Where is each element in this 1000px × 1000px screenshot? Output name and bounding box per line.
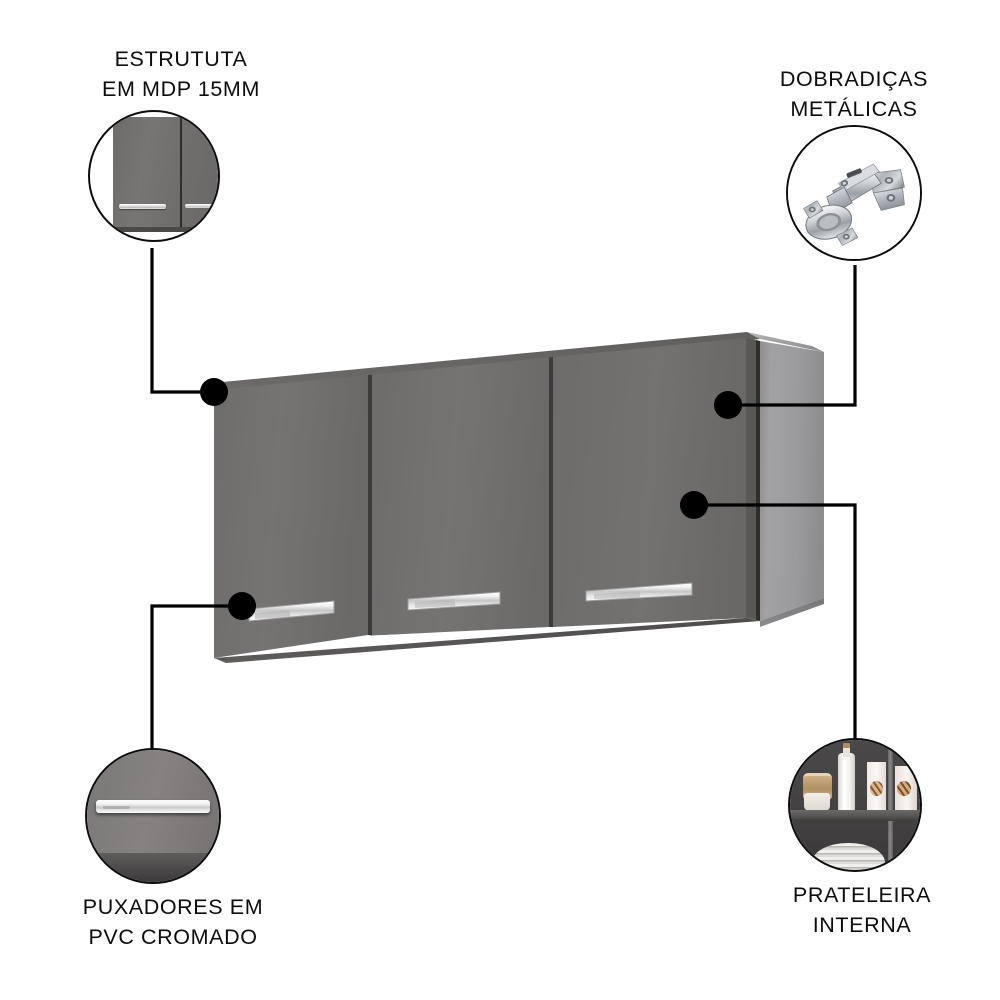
cabinet-front-edge-strip (746, 338, 756, 620)
chrome-handle-closeup-icon (87, 750, 219, 882)
closeup-shelf-divider (887, 740, 894, 870)
closeup-bottle-neck (843, 745, 850, 757)
cabinet-handle-1[interactable] (248, 600, 335, 622)
callout-dot-shelf[interactable] (680, 491, 708, 519)
door-seam-1 (368, 374, 372, 636)
closeup-food-box-1 (866, 762, 887, 812)
internal-shelf-closeup-icon (790, 740, 920, 870)
magnifier-structure (88, 110, 220, 242)
callout-dot-handles[interactable] (228, 592, 256, 620)
closeup-chrome-handle (96, 800, 210, 813)
closeup-jar-lower (804, 793, 831, 812)
callout-label-hinges: DOBRADIÇAS METÁLICAS (779, 67, 929, 121)
closeup-bottle-cap (842, 743, 851, 748)
cabinet-front-edge-seam (756, 340, 760, 621)
closeup-food-box-2 (895, 766, 918, 812)
cabinet-side-panel (760, 341, 824, 621)
callout-label-structure: ESTRUTUTA EM MDP 15MM (102, 47, 260, 101)
cabinet-door-3[interactable] (553, 338, 746, 627)
callout-dot-structure[interactable] (200, 378, 228, 406)
closeup-shelf-board (790, 810, 920, 821)
closeup-door-left (113, 117, 182, 228)
closeup-door-shadow (87, 852, 219, 882)
magnifier-hinges (786, 125, 922, 261)
callout-label-shelf: PRATELEIRA INTERNA (792, 883, 932, 937)
cabinet-bottom-panel (214, 618, 760, 663)
callout-dot-hinges[interactable] (714, 391, 742, 419)
magnifier-handles (85, 748, 221, 884)
closeup-plate-stack (812, 842, 885, 870)
cabinet-door-closeup-icon (90, 112, 218, 240)
cabinet-handle-2[interactable] (407, 591, 501, 611)
magnifier-shelf (788, 738, 922, 872)
closeup-bottle (838, 753, 855, 812)
door-seam-2 (549, 357, 553, 627)
closeup-handle-left (119, 204, 166, 209)
closeup-door-base (113, 227, 218, 233)
cabinet-door-2[interactable] (372, 357, 549, 636)
callout-label-handles: PUXADORES EM PVC CROMADO (82, 895, 264, 949)
metal-hinge-icon (788, 127, 920, 259)
closeup-door-right (181, 114, 218, 228)
cabinet-door-1[interactable] (214, 375, 368, 658)
closeup-handle-right (184, 203, 218, 208)
cabinet-handle-3[interactable] (585, 582, 693, 602)
